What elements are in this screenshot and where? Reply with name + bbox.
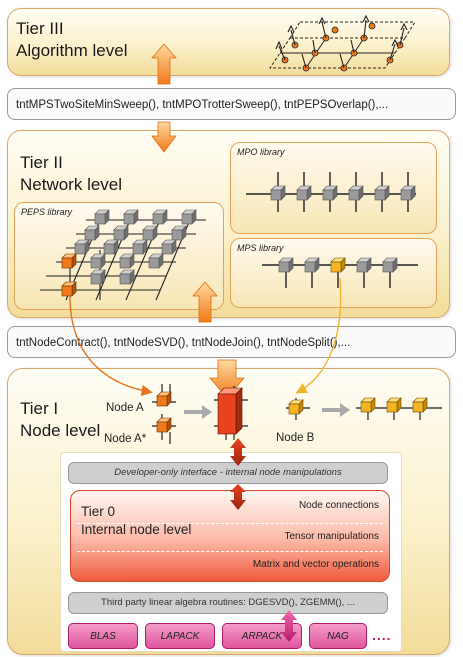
tier0-row-tensor-manipulations: Tensor manipulations (284, 531, 380, 542)
tier0-panel: Tier 0 Internal node level Node connecti… (70, 490, 390, 582)
tier2-title-line2: Network level (20, 175, 123, 194)
library-lapack: LAPACK (145, 623, 215, 649)
third-party-bar: Third party linear algebra routines: DGE… (68, 592, 388, 614)
tier3-title-line1: Tier III (16, 19, 64, 38)
mps-library-panel: MPS library (230, 238, 437, 308)
tier2-function-bar: tntNodeContract(), tntNodeSVD(), tntNode… (7, 326, 456, 358)
tier0-title: Tier 0 Internal node level (81, 503, 191, 539)
mpo-library-label: MPO library (237, 147, 285, 157)
tier0-title-line1: Tier 0 (81, 504, 116, 519)
library-nag: NAG (309, 623, 367, 649)
tier1-title-line2: Node level (20, 421, 101, 440)
tier3-title: Tier III Algorithm level (16, 18, 128, 62)
node-a-star-label: Node A* (104, 433, 147, 445)
tier3-function-bar: tntMPSTwoSiteMinSweep(), tntMPOTrotterSw… (7, 88, 456, 120)
tier3-title-line2: Algorithm level (16, 41, 128, 60)
tier0-row-node-connections: Node connections (298, 500, 379, 511)
mpo-library-panel: MPO library (230, 142, 437, 234)
library-blas: BLAS (68, 623, 138, 649)
tier2-title: Tier II Network level (20, 152, 122, 196)
peps-library-panel: PEPS library (14, 202, 224, 310)
library-arpack: ARPACK (222, 623, 302, 649)
libraries-more-ellipsis: .... (372, 627, 392, 643)
tier1-title-line1: Tier I (20, 399, 59, 418)
tier0-divider-2 (77, 551, 383, 552)
developer-interface-bar: Developer-only interface - internal node… (68, 462, 388, 484)
node-b-label: Node B (276, 432, 315, 444)
tier0-divider-1 (77, 523, 383, 524)
mps-library-label: MPS library (237, 243, 284, 253)
tier1-title: Tier I Node level (20, 398, 100, 442)
tier2-title-line1: Tier II (20, 153, 63, 172)
tier0-title-line2: Internal node level (81, 522, 192, 537)
peps-library-label: PEPS library (21, 207, 73, 217)
node-a-label: Node A (106, 402, 144, 414)
tier0-row-matrix-vector: Matrix and vector operations (252, 559, 379, 570)
